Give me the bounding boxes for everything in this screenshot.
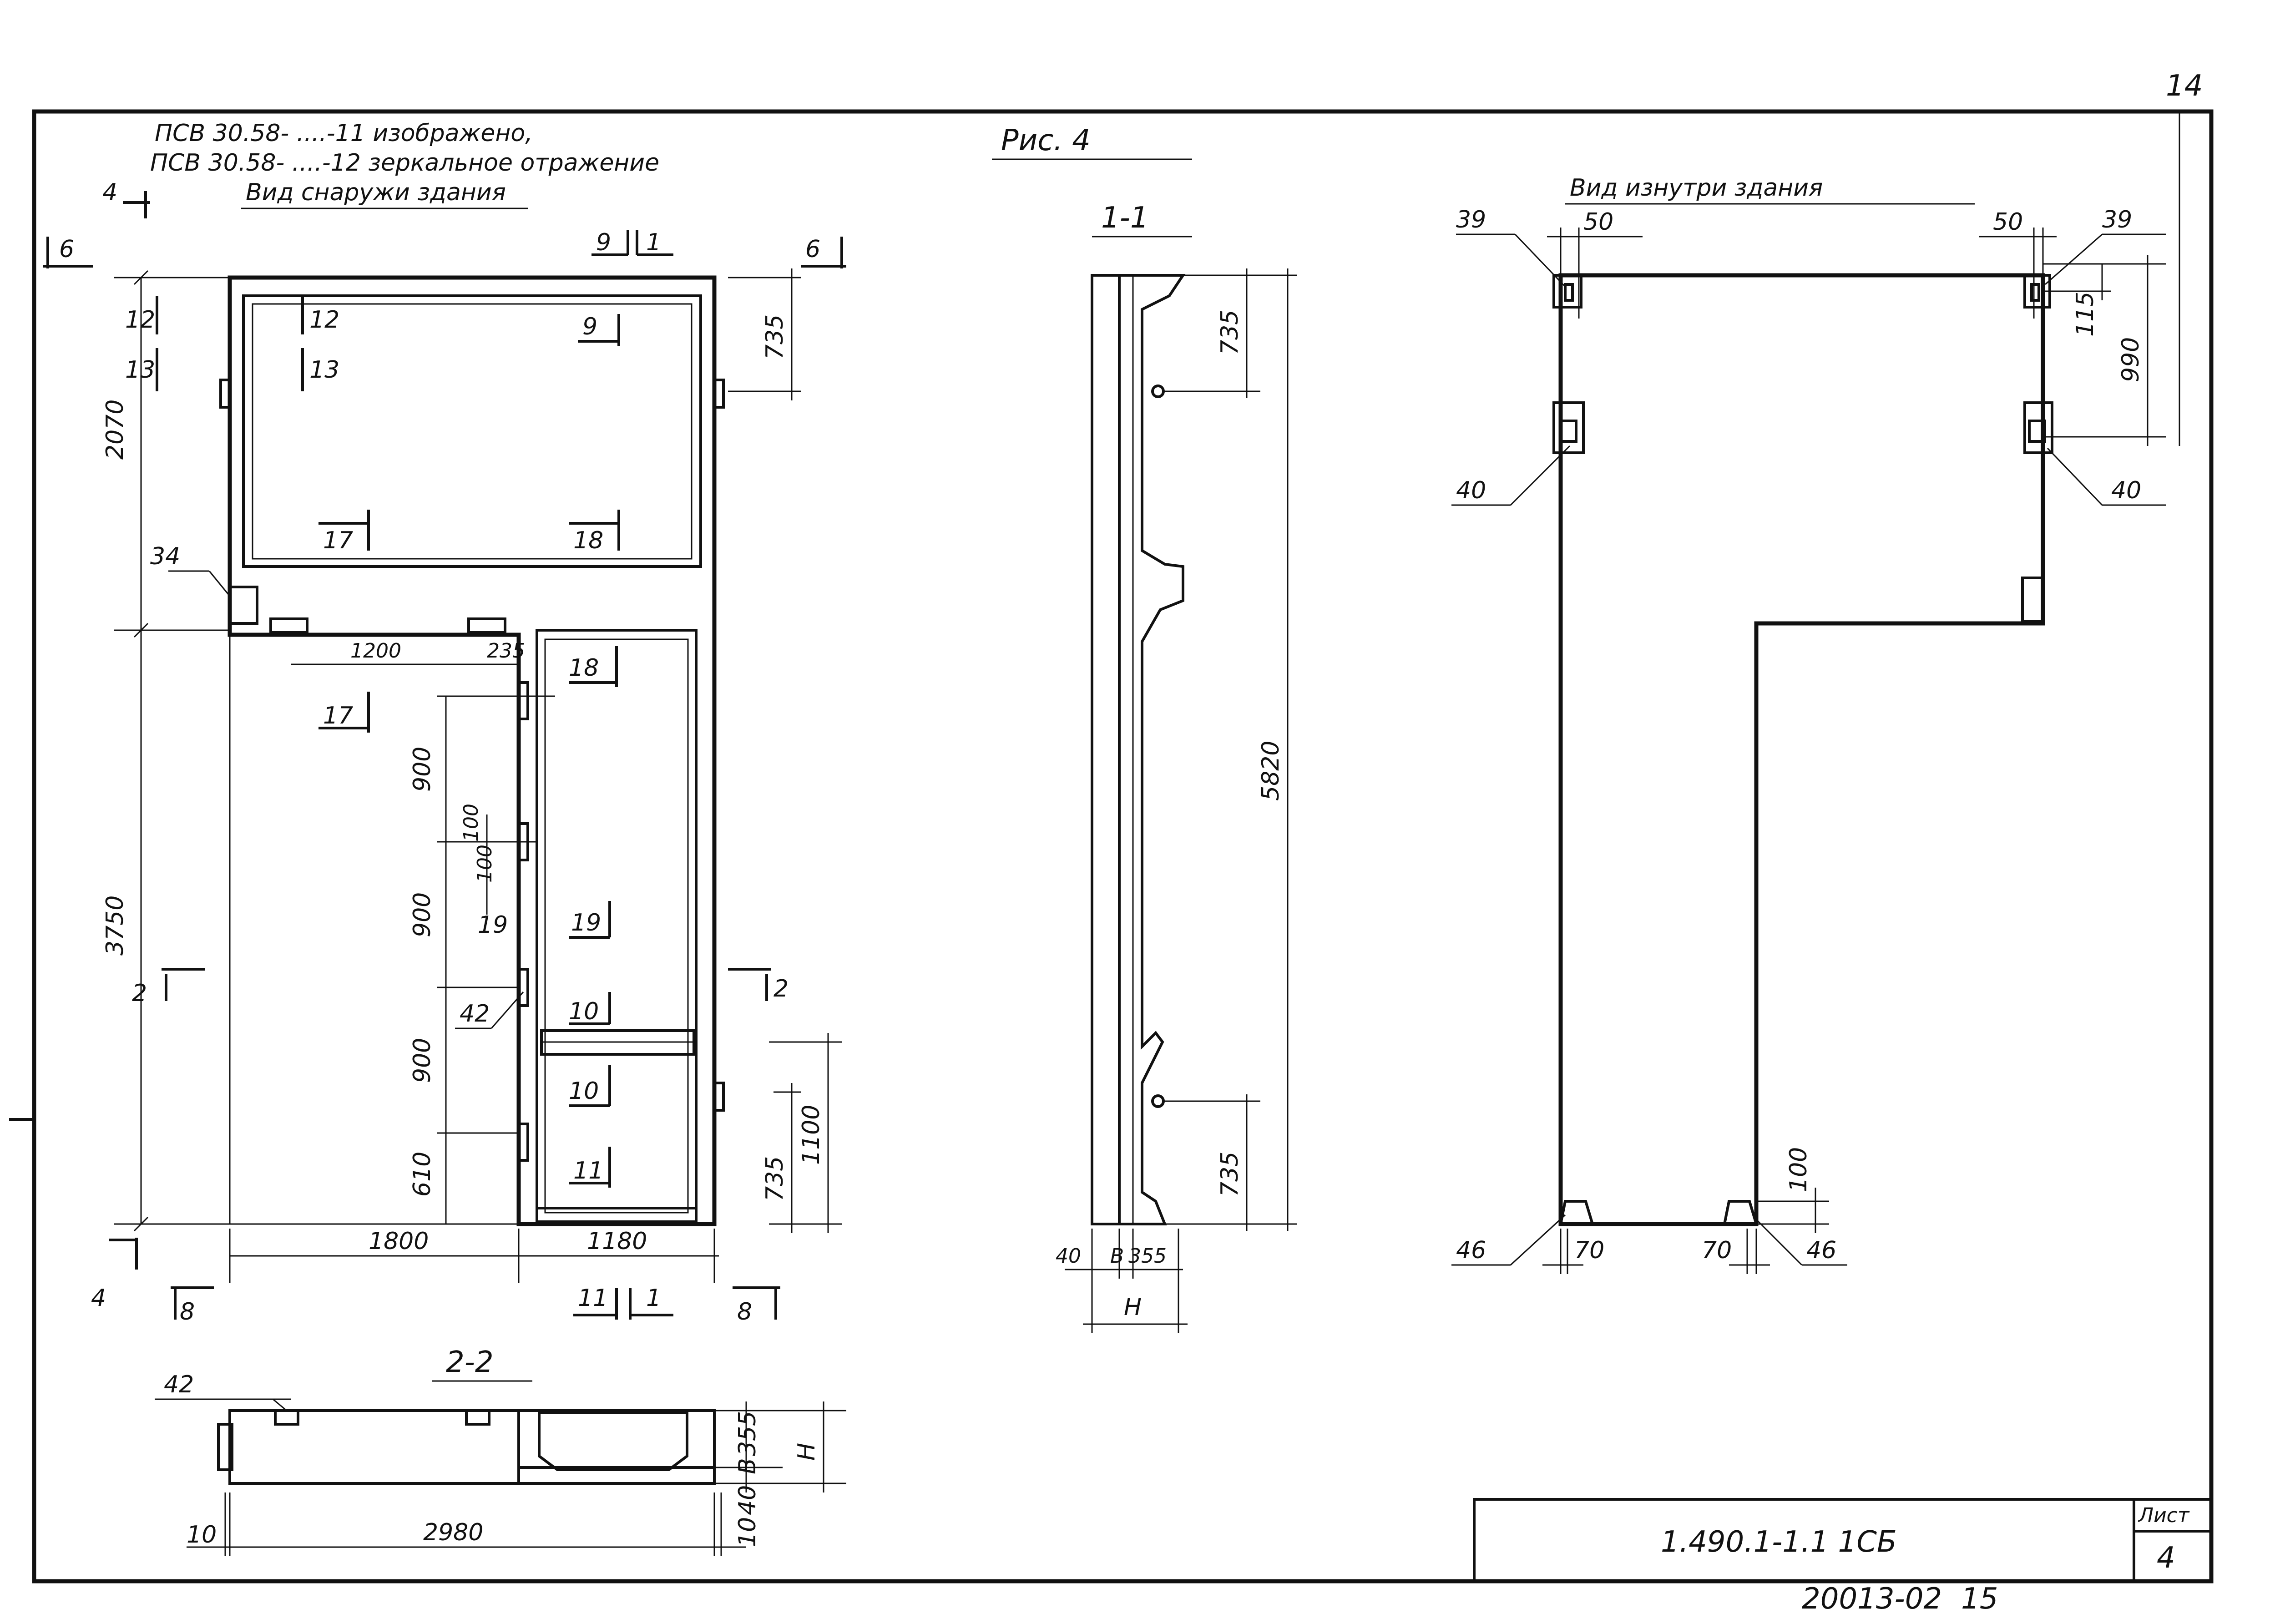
- inside-dim-70-right: 70: [1702, 1237, 1732, 1264]
- detail-19-left: 19: [478, 911, 508, 939]
- detail-13-inner: 13: [309, 356, 339, 384]
- detail-18-upper: 18: [573, 527, 603, 554]
- dim-1180: 1180: [587, 1228, 647, 1255]
- note-line-2: ПСВ 30.58- ....-12 зеркальное отражение: [150, 149, 659, 177]
- dim-235: 235: [487, 639, 525, 663]
- section-1-1-profile: [1091, 274, 1186, 1225]
- section-4-top: 4: [102, 179, 117, 206]
- inside-dim-990: 990: [2117, 337, 2144, 382]
- mark-42: 42: [460, 1000, 490, 1027]
- section-2-2-dims: [155, 1398, 846, 1556]
- section-2-2-title: 2-2: [446, 1346, 494, 1379]
- section-2-2-dim-10-right: 10: [734, 1517, 761, 1547]
- inside-dim-115: 115: [2072, 292, 2099, 337]
- detail-1-bottom: 1: [646, 1285, 661, 1312]
- sheet-frame: [9, 109, 2214, 1584]
- detail-13-left: 13: [125, 356, 155, 384]
- outside-view-title: Вид снаружи здания: [246, 179, 506, 206]
- inside-mark-39-right: 39: [2102, 206, 2132, 233]
- inside-mark-39-left: 39: [1456, 206, 1486, 233]
- section-1-1-dims: [1065, 268, 1297, 1333]
- detail-9-top: 9: [596, 229, 611, 256]
- section-4-bottom: 4: [91, 1285, 106, 1312]
- inside-dim-50-right: 50: [1993, 208, 2023, 236]
- outside-view-dims: [114, 268, 842, 1283]
- detail-12-inner: 12: [309, 306, 339, 334]
- section-mark-arrows: [43, 191, 846, 1320]
- section-1-1-dim-B: В: [1110, 1245, 1124, 1268]
- detail-19-right: 19: [571, 909, 601, 936]
- section-2-right: 2: [774, 975, 789, 1002]
- title-block: [1473, 1498, 2213, 1583]
- detail-1-top: 1: [646, 229, 661, 256]
- section-6-right: 6: [805, 236, 820, 263]
- detail-9-inner: 9: [582, 313, 597, 340]
- detail-17-upper: 17: [323, 527, 353, 554]
- detail-17-lower: 17: [323, 702, 353, 729]
- section-1-1-title: 1-1: [1101, 201, 1149, 235]
- section-2-left: 2: [132, 980, 147, 1007]
- figure-label: Рис. 4: [1001, 124, 1091, 157]
- section-1-1-dim-735-b: 735: [1216, 1152, 1244, 1197]
- dim-1800: 1800: [369, 1228, 429, 1255]
- inside-mark-40-left: 40: [1456, 477, 1486, 504]
- inside-mark-40-right: 40: [2111, 477, 2141, 504]
- section-2-2-dim-2980: 2980: [423, 1519, 483, 1546]
- detail-10-upper: 10: [569, 998, 599, 1025]
- archive-number: 20013-02: [1802, 1582, 1942, 1616]
- sheet-number: 4: [2157, 1541, 2175, 1575]
- dim-1100: 1100: [798, 1105, 825, 1165]
- page-number: 14: [2166, 69, 2203, 103]
- section-2-2-profile: [217, 1409, 716, 1485]
- archive-sheet: 15: [1961, 1582, 1998, 1616]
- mark-34: 34: [150, 543, 180, 570]
- dim-735-a: 735: [761, 314, 789, 359]
- dim-2070: 2070: [101, 400, 129, 460]
- inside-mark-46-left: 46: [1456, 1237, 1486, 1264]
- dim-610: 610: [409, 1152, 436, 1197]
- inside-view-panel: [1552, 273, 2053, 1226]
- dim-900-b: 900: [409, 892, 436, 937]
- doc-code: 1.490.1-1.1 1СБ: [1661, 1525, 1897, 1559]
- dim-100-b: 100: [473, 845, 496, 883]
- section-2-2-mark-42: 42: [164, 1371, 194, 1398]
- section-1-1-dim-355: 355: [1128, 1245, 1167, 1268]
- section-2-2-dim-355: 355: [734, 1411, 761, 1456]
- section-2-2-dim-40: 40: [734, 1485, 761, 1515]
- dim-900-c: 900: [409, 1038, 436, 1083]
- dim-900-a: 900: [409, 747, 436, 792]
- inside-dim-100: 100: [1785, 1147, 1812, 1192]
- detail-12-left: 12: [125, 306, 155, 334]
- outside-view-panel: [219, 275, 725, 1226]
- detail-11-bottom: 11: [578, 1285, 608, 1312]
- detail-18-lower: 18: [569, 654, 599, 682]
- inside-view-dims: [1451, 228, 2166, 1274]
- inside-dim-70-left: 70: [1574, 1237, 1604, 1264]
- section-2-2-dim-10-left: 10: [187, 1521, 217, 1548]
- dim-3750: 3750: [101, 895, 129, 956]
- inside-view-title: Вид изнутри здания: [1570, 174, 1823, 202]
- sheet-label: Лист: [2138, 1504, 2190, 1527]
- section-2-2-dim-B: В: [734, 1458, 761, 1474]
- section-8-right: 8: [737, 1298, 752, 1326]
- section-1-1-dim-H: H: [1124, 1294, 1142, 1321]
- inside-mark-46-right: 46: [1806, 1237, 1836, 1264]
- section-6-left: 6: [59, 236, 74, 263]
- section-1-1-dim-735-a: 735: [1216, 310, 1244, 355]
- dim-735-b: 735: [761, 1156, 789, 1201]
- detail-10-lower: 10: [569, 1078, 599, 1105]
- dim-100-a: 100: [460, 804, 483, 842]
- inside-dim-50-left: 50: [1583, 208, 1613, 236]
- section-8-left: 8: [180, 1298, 195, 1326]
- dim-1200: 1200: [350, 639, 401, 663]
- section-2-2-dim-H: H: [793, 1443, 820, 1461]
- detail-11-right: 11: [573, 1157, 603, 1184]
- section-1-1-dim-40: 40: [1056, 1245, 1081, 1268]
- note-line-1: ПСВ 30.58- ....-11 изображено,: [155, 120, 533, 147]
- section-1-1-dim-5820: 5820: [1257, 741, 1284, 801]
